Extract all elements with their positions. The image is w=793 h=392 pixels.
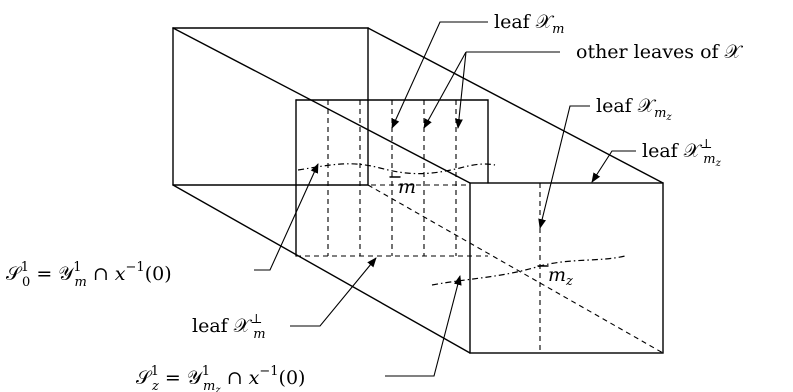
- label-leaf-xm-perp: leaf 𝒳⊥m: [192, 312, 266, 342]
- curve-sz: [431, 255, 626, 286]
- label-other-leaves: other leaves of 𝒳: [576, 41, 744, 63]
- point-m-label: m: [398, 176, 416, 198]
- outer-box: [172, 27, 664, 354]
- curve-s0: [297, 163, 496, 175]
- label-leaf-xm: leaf 𝒳m: [494, 11, 564, 37]
- label-leaf-xmz-perp: leaf 𝒳⊥mz: [642, 137, 722, 169]
- front-box: [469, 182, 664, 354]
- leaders: [254, 21, 636, 377]
- middle-slice-box: [173, 99, 489, 257]
- label-leaf-xmz: leaf 𝒳mz: [596, 95, 672, 123]
- point-mz-label: mz: [548, 264, 573, 289]
